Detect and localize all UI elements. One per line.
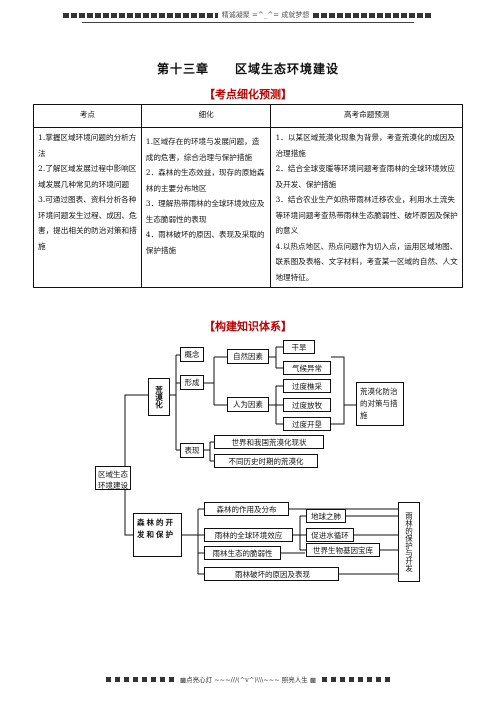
- node-rainforest-protection: 雨林的保护与开发: [398, 502, 420, 582]
- header-text: 精诚凝聚 =^_^= 成就梦想: [221, 11, 310, 19]
- list-item: 1.掌握区域环境问题的分析方法: [38, 133, 137, 158]
- section-heading-exam-points: 【考点细化预测】: [204, 88, 292, 101]
- page-header: 精诚凝聚 =^_^= 成就梦想: [0, 8, 496, 22]
- table-row: 1.掌握区域环境问题的分析方法 2.了解区域发展过程中影响区域发展几种常见的环境…: [33, 127, 463, 288]
- list-item: 3.可通过图表、资料分析各种环境问题发生过程、成因、危害，提出相关的防治对策和措…: [38, 195, 137, 251]
- node-forest-development: 森林的开发和保护: [133, 513, 182, 557]
- list-item: 2.了解区域发展过程中影响区域发展几种常见的环境问题: [38, 164, 137, 189]
- node-forest-role: 森林的作用及分布: [204, 502, 289, 516]
- node-manifestation: 表现: [180, 443, 204, 458]
- node-climate-anomaly: 气候异常: [283, 361, 331, 375]
- node-over-logging: 过度樵采: [283, 379, 331, 393]
- node-natural-factors: 自然因素: [227, 349, 269, 364]
- list-item: 2．森林的生态效益，现存的原始森林的主要分布地区: [145, 168, 265, 193]
- list-item: 3．结合农业生产如热带雨林迁移农业，利用水土流失等环境问题考查热带雨林生态脆弱性…: [275, 195, 458, 235]
- node-current-status: 世界和我国荒漠化现状: [214, 435, 324, 449]
- node-gene-bank: 世界生物基因宝库: [306, 543, 380, 557]
- node-human-factors: 人为因素: [227, 397, 269, 412]
- node-rainforest-global-effect: 雨林的全球环境效应: [204, 528, 293, 542]
- table-cell-details: 1.区域存在的环境与发展问题，造成的危害，综合治理与保护措施 2．森林的生态效益…: [140, 127, 272, 288]
- page-footer: ▩点亮心灯 ~~~///(^v^)\\\~~~ 照亮人生 ▩: [0, 674, 496, 684]
- node-over-grazing: 过度放牧: [283, 398, 331, 412]
- table-cell-exam-points: 1.掌握区域环境问题的分析方法 2.了解区域发展过程中影响区域发展几种常见的环境…: [33, 127, 142, 288]
- node-rainforest-destruction: 雨林破坏的原因及表现: [204, 567, 339, 581]
- chapter-title: 第十三章 区域生态环境建设: [156, 62, 339, 76]
- header-dash-left: [62, 12, 218, 18]
- node-formation: 形成: [180, 375, 204, 390]
- list-item: 4.以热点地区、热点问题作为切入点，运用区域地图、联系图及表格、文字材料，考查某…: [275, 241, 458, 282]
- node-desertification: 荒漠化: [148, 378, 170, 416]
- footer-text: ▩点亮心灯 ~~~///(^v^)\\\~~~ 照亮人生 ▩: [180, 676, 316, 684]
- node-rainforest-fragility: 雨林生态的脆弱性: [204, 546, 281, 560]
- node-prevention-measures: 荒漠化防治的对策与措施: [356, 382, 404, 426]
- node-earth-lung: 地球之肺: [306, 509, 346, 523]
- node-water-cycle: 促进水循环: [306, 528, 354, 542]
- list-item: 4．雨林破坏的原因、表现及采取的保护措施: [145, 230, 265, 255]
- exam-points-table: 考点 细化 高考命题预测 1.掌握区域环境问题的分析方法 2.了解区域发展过程中…: [33, 104, 463, 288]
- header-dash-right: [313, 12, 434, 18]
- node-root: 区域生态环境建设: [95, 466, 131, 490]
- list-item: 2．结合全球变暖等环境问题考查雨林的全球环境效应及开发、保护措施: [275, 164, 455, 189]
- list-item: 1.区域存在的环境与发展问题，造成的危害，综合治理与保护措施: [145, 137, 260, 162]
- header-rule: [82, 22, 414, 23]
- node-drought: 干旱: [283, 340, 315, 354]
- list-item: 3．理解热带雨林的全球环境效应及生态脆弱性的表现: [145, 199, 265, 224]
- node-over-cultivation: 过度开垦: [283, 417, 331, 431]
- list-item: 1．以某区域荒漠化现象为背景，考查荒漠化的成因及治理措施: [275, 133, 455, 158]
- section-heading-knowledge-system: 【构建知识体系】: [204, 320, 292, 333]
- node-historical-desertification: 不同历史时期的荒漠化: [214, 454, 318, 468]
- node-concept: 概念: [180, 347, 204, 362]
- table-cell-predictions: 1．以某区域荒漠化现象为背景，考查荒漠化的成因及治理措施 2．结合全球变暖等环境…: [270, 127, 463, 288]
